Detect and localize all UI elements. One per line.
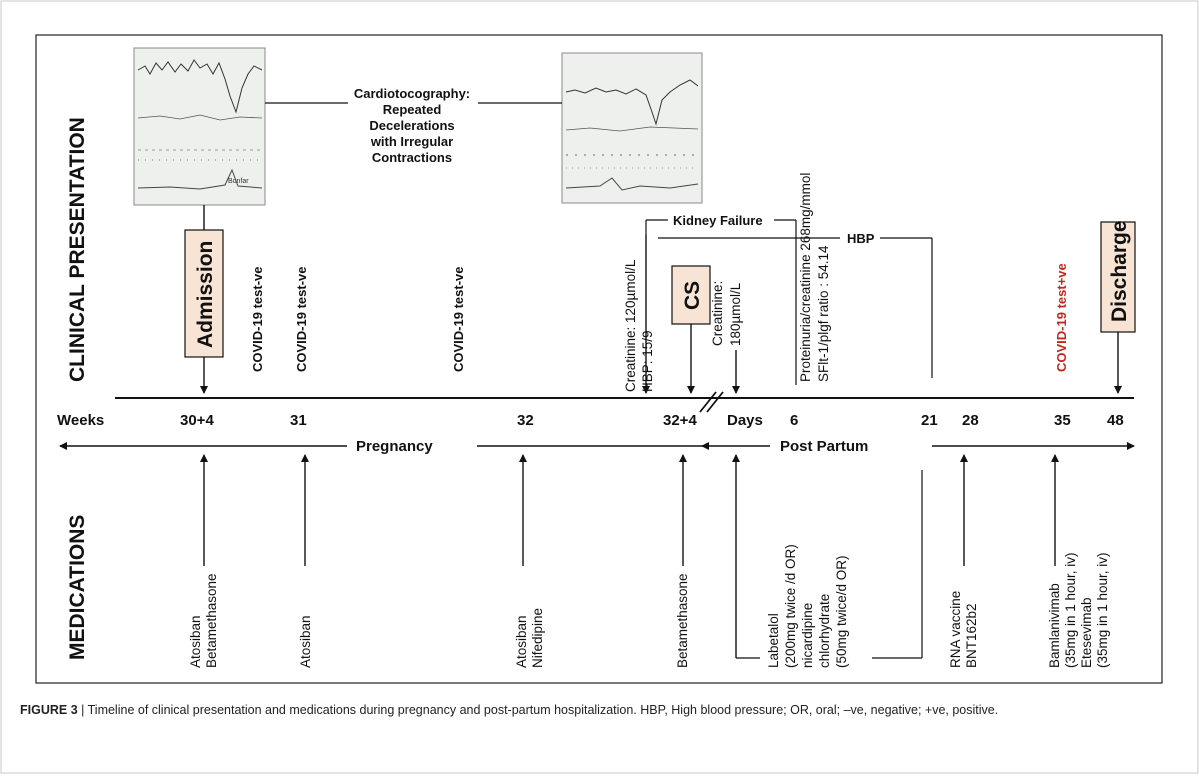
creatinine-2-line1: Creatinine: (710, 281, 725, 346)
med-5-line2: (200mg twice /d OR) (783, 544, 798, 668)
med-2: Atosiban (298, 615, 313, 668)
svg-text:with Irregular: with Irregular (370, 134, 453, 149)
covid-test-3: COVID-19 test-ve (451, 267, 466, 372)
axis-break-2 (706, 391, 724, 413)
caption-text: | Timeline of clinical presentation and … (77, 703, 999, 717)
hbp-label: HBP (847, 231, 875, 246)
med-6-line2: BNT162b2 (964, 603, 979, 668)
tick-35: 35 (1054, 412, 1071, 429)
med-5-line1: Labetalol (766, 613, 781, 668)
tick-48: 48 (1107, 412, 1124, 429)
med-7-line2: (35mg in 1 hour, iv) (1063, 552, 1078, 668)
tick-32-4: 32+4 (663, 412, 697, 429)
admission-box (184, 229, 224, 358)
figure-caption: FIGURE 3 | Timeline of clinical presenta… (20, 701, 1185, 720)
tick-32: 32 (517, 412, 534, 429)
medications-label: MEDICATIONS (66, 515, 89, 660)
covid-test-positive: COVID-19 test+ve (1054, 263, 1069, 372)
tick-30-4: 30+4 (180, 412, 214, 429)
tick-31: 31 (290, 412, 307, 429)
med-7-line4: (35mg in 1 hour, iv) (1095, 552, 1110, 668)
svg-text:Cardiotocography:: Cardiotocography: (354, 86, 470, 101)
med-1-line1: Atosiban (188, 615, 203, 668)
cs-label: CS (681, 281, 704, 310)
figure-label: FIGURE 3 (20, 703, 78, 717)
discharge-label: Discharge (1108, 220, 1131, 322)
svg-text:Repeated: Repeated (383, 102, 442, 117)
med-3-line1: Atosiban (514, 615, 529, 668)
med-7-line3: Etesevimab (1079, 597, 1094, 668)
hbp-value: HBP: 15/9 (640, 330, 655, 392)
creatinine-1: Creatinine: 120µmol/L (623, 259, 638, 392)
sflt-ratio: SFlt-1/plgf ratio : 54.14 (816, 245, 831, 382)
ctg-caption: Cardiotocography: Repeated Decelerations… (354, 86, 470, 165)
tick-21: 21 (921, 412, 938, 429)
ctg-image-2 (561, 52, 703, 204)
med-1-line2: Betamethasone (204, 573, 219, 668)
med-4: Betamethasone (675, 573, 690, 668)
covid-test-2: COVID-19 test-ve (294, 267, 309, 372)
svg-text:Contractions: Contractions (372, 150, 452, 165)
clinical-presentation-label: CLINICAL PRESENTATION (66, 117, 89, 382)
covid-test-1: COVID-19 test-ve (250, 267, 265, 372)
admission-label: Admission (194, 241, 217, 348)
pregnancy-label: Pregnancy (356, 438, 433, 455)
weeks-label: Weeks (57, 412, 104, 429)
proteinuria: Proteinuria/creatinine 268mg/mmol (798, 173, 813, 382)
med-5-line3: nicardipine (800, 603, 815, 668)
creatinine-2-line2: 180µmol/L (728, 282, 743, 346)
axis-break-1 (699, 391, 717, 413)
med-6-line1: RNA vaccine (948, 591, 963, 668)
med-5-line4: chlorhydrate (817, 594, 832, 668)
med-3-line2: Nifedipine (530, 608, 545, 668)
tick-28: 28 (962, 412, 979, 429)
postpartum-label: Post Partum (780, 438, 868, 455)
kidney-failure-label: Kidney Failure (673, 213, 763, 228)
tick-6: 6 (790, 412, 798, 429)
cs-box (671, 265, 711, 325)
med-5-line5: (50mg twice/d OR) (834, 555, 849, 668)
ctg-image-1: Bonfar (133, 47, 266, 206)
med-7-line1: Bamlanivimab (1047, 583, 1062, 668)
svg-text:Decelerations: Decelerations (369, 118, 454, 133)
ctg-image-1-text: Bonfar (228, 178, 249, 185)
days-label: Days (727, 412, 763, 429)
